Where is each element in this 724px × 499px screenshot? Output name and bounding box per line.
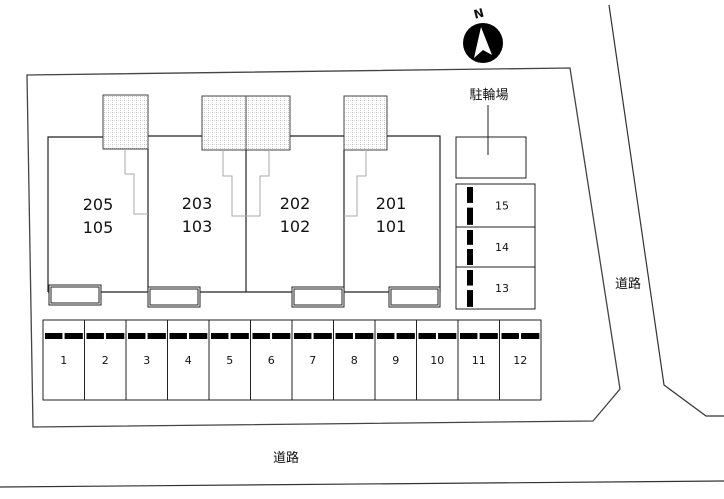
site-boundary: [26, 67, 621, 428]
unit-lower: 101: [376, 217, 407, 236]
parking-space-number: 14: [495, 241, 509, 254]
unit-lower: 103: [182, 217, 213, 236]
parking-space-number: 13: [495, 282, 509, 295]
parking-line-dash: [106, 333, 125, 339]
parking-line-dash: [377, 333, 395, 339]
parking-space-12[interactable]: 12: [499, 319, 542, 401]
unit-upper: 205: [83, 195, 114, 214]
balcony-205: [102, 94, 149, 150]
road-label-south: 道路: [273, 450, 299, 466]
road-east-edge-left: [608, 4, 724, 417]
parking-space-7[interactable]: 7: [291, 319, 334, 401]
unit-lower: 105: [83, 218, 114, 237]
unit-201-101[interactable]: 201 101: [376, 194, 407, 236]
parking-space-5[interactable]: 5: [208, 319, 251, 401]
balcony-201: [343, 95, 388, 151]
unit-upper: 201: [376, 194, 407, 213]
parking-line-dash: [252, 333, 270, 339]
parking-space-number: 3: [143, 354, 150, 367]
parking-space-10[interactable]: 10: [416, 319, 459, 401]
parking-line-dash: [169, 333, 187, 339]
parking-space-11[interactable]: 11: [457, 319, 500, 401]
unit-202-102[interactable]: 202 102: [280, 194, 311, 236]
parking-space-number: 6: [268, 354, 275, 367]
parking-line-dash: [211, 333, 229, 339]
parking-space-9[interactable]: 9: [374, 319, 417, 401]
parking-line-dash: [501, 333, 519, 339]
parking-space-number: 12: [513, 354, 527, 367]
parking-space-number: 4: [185, 354, 192, 367]
parking-line-dash: [128, 333, 146, 339]
parking-space-13[interactable]: 13: [455, 266, 536, 310]
parking-line-dash: [396, 333, 415, 339]
road-south-edge: [0, 480, 724, 488]
parking-space-15[interactable]: 15: [455, 183, 536, 228]
unit-upper: 203: [182, 194, 213, 213]
entrance-boxes: [48, 284, 441, 308]
parking-space-number: 15: [495, 200, 509, 213]
parking-line-dash: [418, 333, 436, 339]
parking-line-dash: [230, 333, 249, 339]
unit-203-103[interactable]: 203 103: [182, 194, 213, 236]
parking-space-number: 1: [60, 354, 67, 367]
parking-space-number: 5: [226, 354, 233, 367]
parking-space-6[interactable]: 6: [250, 319, 293, 401]
parking-space-number: 8: [351, 354, 358, 367]
north-compass-icon: N: [463, 6, 503, 63]
parking-line-dash: [467, 290, 473, 307]
bicycle-parking: 駐輪場: [455, 87, 527, 179]
parking-space-14[interactable]: 14: [455, 226, 536, 268]
parking-line-dash: [335, 333, 353, 339]
parking-line-dash: [467, 249, 473, 265]
unit-205-105[interactable]: 205 105: [83, 195, 114, 237]
parking-line-dash: [189, 333, 208, 339]
parking-line-dash: [467, 207, 473, 225]
parking-space-number: 7: [309, 354, 316, 367]
parking-line-dash: [467, 187, 473, 203]
parking-line-dash: [479, 333, 498, 339]
parking-line-dash: [86, 333, 104, 339]
parking-space-4[interactable]: 4: [167, 319, 210, 401]
parking-line-dash: [355, 333, 374, 339]
compass-north-label: N: [472, 6, 485, 22]
parking-line-dash: [45, 333, 63, 339]
parking-space-1[interactable]: 1: [42, 319, 85, 401]
parking-space-number: 2: [102, 354, 109, 367]
parking-line-dash: [294, 333, 312, 339]
parking-line-dash: [438, 333, 457, 339]
parking-line-dash: [272, 333, 291, 339]
parking-space-2[interactable]: 2: [84, 319, 127, 401]
parking-space-3[interactable]: 3: [125, 319, 168, 401]
parking-line-dash: [147, 333, 166, 339]
parking-space-8[interactable]: 8: [333, 319, 376, 401]
parking-space-number: 10: [430, 354, 444, 367]
balcony-203: [201, 95, 247, 151]
parking-line-dash: [460, 333, 478, 339]
parking-line-dash: [313, 333, 332, 339]
building: [47, 135, 441, 293]
parking-line-dash: [467, 230, 473, 245]
unit-upper: 202: [280, 194, 311, 213]
balcony-202: [245, 95, 291, 151]
parking-space-number: 9: [392, 354, 399, 367]
parking-line-dash: [467, 270, 473, 286]
parking-line-dash: [521, 333, 540, 339]
parking-line-dash: [64, 333, 83, 339]
side-parking-area: 15 14 13: [455, 183, 536, 310]
piping-lines: [124, 149, 367, 217]
parking-space-number: 11: [472, 354, 486, 367]
unit-lower: 102: [280, 217, 311, 236]
road-label-east: 道路: [615, 276, 641, 292]
bicycle-parking-label: 駐輪場: [469, 87, 508, 103]
